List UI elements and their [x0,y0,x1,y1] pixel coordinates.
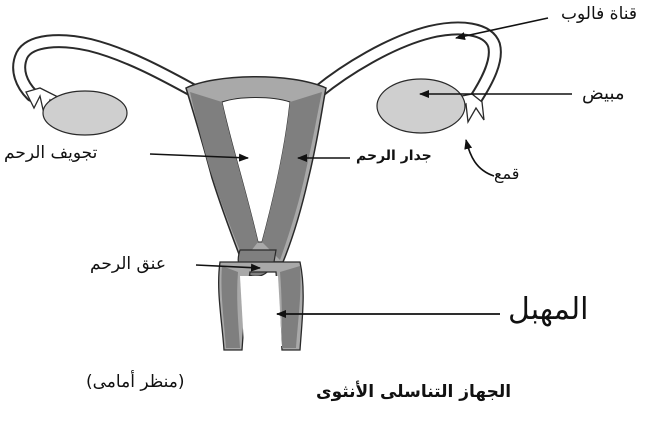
ovary-left [43,91,127,135]
label-ovary: مبيض [582,83,625,104]
leader-fimbriae [466,140,494,176]
ovary-right [377,79,465,133]
label-uterine-wall: جدار الرحم [356,148,432,164]
label-uterine-cavity: تجويف الرحم [4,143,97,163]
diagram-title: الجهاز التناسلى الأنثوى [316,382,511,402]
vagina-canal [240,276,282,346]
label-cervix: عنق الرحم [90,254,166,274]
label-fimbriae: قمع [494,164,519,183]
label-view: (منظر أمامى) [86,372,185,392]
label-fallopian-tube: قناة فالوب [561,4,637,24]
fallopian-tube-left [19,41,196,95]
label-vagina: المهبل [508,292,588,327]
